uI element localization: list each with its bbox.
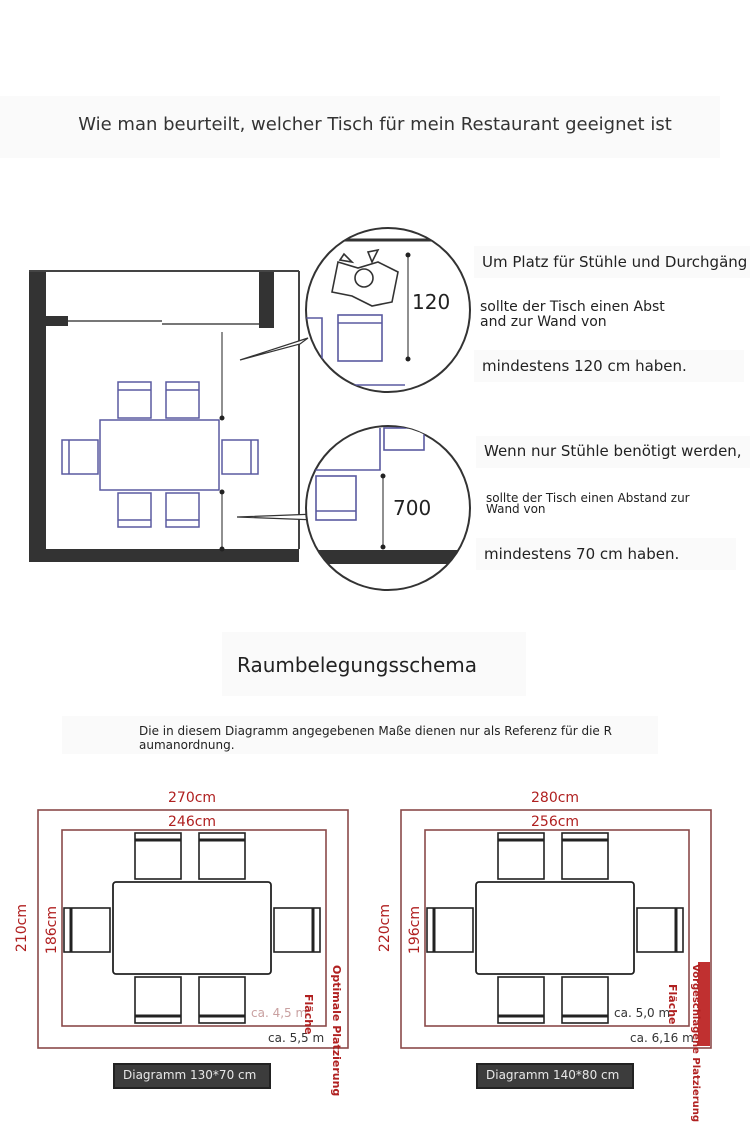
room-plan xyxy=(29,270,317,562)
plan2-inner-height: 196cm xyxy=(407,906,423,955)
chair xyxy=(165,492,200,528)
plan2-inner-area: ca. 5,0 m xyxy=(614,1006,671,1020)
callout1-line3: and zur Wand von xyxy=(480,314,607,330)
plan1-inner-label: Fläche xyxy=(302,994,315,1035)
plan1-outer-label: Optimale Platzierung xyxy=(330,965,343,1097)
plan1-outer-width: 270cm xyxy=(168,790,217,806)
chair xyxy=(61,439,99,475)
right-wall-stub xyxy=(259,270,274,328)
plan1-caption: Diagramm 130*70 cm xyxy=(113,1063,271,1089)
outer-boundary xyxy=(37,809,349,1049)
callout2-band xyxy=(476,436,750,468)
callout2-band2 xyxy=(476,538,736,570)
dimension-label-120: 120 xyxy=(412,290,451,314)
zoom-circle-walkway xyxy=(305,227,471,393)
inner-boundary xyxy=(61,829,327,1027)
page-title: Wie man beurteilt, welcher Tisch für mei… xyxy=(78,114,672,135)
outer-boundary xyxy=(400,809,712,1049)
table xyxy=(112,881,272,975)
inner-boundary xyxy=(424,829,690,1027)
schema-title: Raumbelegungsschema xyxy=(236,653,478,677)
plan2-inner-label: Fläche xyxy=(666,984,679,1025)
note-line2: aumanordnung. xyxy=(139,738,235,752)
plan2-outer-label: Vorgeschlagene Platzierung xyxy=(690,964,701,1123)
callout1-line1: Um Platz für Stühle und Durchgäng xyxy=(482,253,748,271)
table xyxy=(475,881,635,975)
note-line1: Die in diesem Diagramm angegebenen Maße … xyxy=(139,724,612,738)
header-band xyxy=(0,96,720,158)
plan1-outer-area: ca. 5,5 m xyxy=(268,1031,325,1045)
chair xyxy=(165,381,200,419)
schema-title-band xyxy=(222,632,526,696)
plan1-inner-height: 186cm xyxy=(44,906,60,955)
plan2-outer-area: ca. 6,16 m xyxy=(630,1031,694,1045)
plan1-inner-area: ca. 4,5 m xyxy=(251,1006,308,1020)
note-band xyxy=(62,716,658,754)
callout2-line3: Wand von xyxy=(486,502,546,516)
dimension-label-700: 700 xyxy=(393,496,432,520)
plan1-inner-width: 246cm xyxy=(168,814,217,830)
callout1-band2 xyxy=(474,350,744,382)
callout1-band xyxy=(474,246,750,278)
room-layout-diagram xyxy=(29,227,471,591)
person-figure xyxy=(331,248,399,307)
callout1-line4: mindestens 120 cm haben. xyxy=(482,357,687,375)
plan1-outer-height: 210cm xyxy=(14,904,30,953)
callout1-line2: sollte der Tisch einen Abst xyxy=(480,299,665,315)
accent-bar xyxy=(698,962,710,1046)
plan2-outer-width: 280cm xyxy=(531,790,580,806)
chair xyxy=(117,381,152,419)
callout2-line4: mindestens 70 cm haben. xyxy=(484,545,680,563)
table xyxy=(99,419,220,491)
floor-plan-1 xyxy=(37,809,349,1049)
callout2-line2: sollte der Tisch einen Abstand zur xyxy=(486,491,690,505)
floor-plan-2 xyxy=(400,809,712,1049)
plan2-inner-width: 256cm xyxy=(531,814,580,830)
plan2-outer-height: 220cm xyxy=(377,904,393,953)
chair xyxy=(221,439,259,475)
bottom-wall xyxy=(29,549,299,562)
plan2-caption: Diagramm 140*80 cm xyxy=(476,1063,634,1089)
zoom-circle-chairs xyxy=(305,425,471,591)
chair xyxy=(117,492,152,528)
left-wall xyxy=(29,270,46,562)
callout2-line1: Wenn nur Stühle benötigt werden, xyxy=(484,442,742,460)
